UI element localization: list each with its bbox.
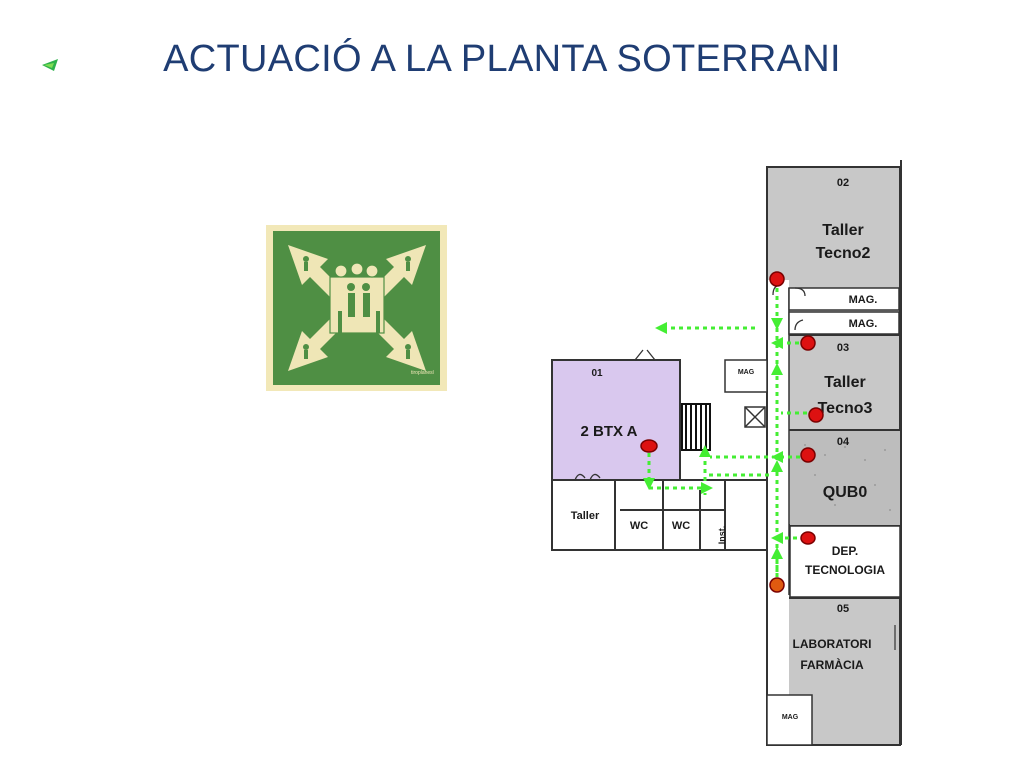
mag-bottom-label: MAG (782, 714, 799, 721)
start-point-1 (769, 271, 785, 287)
btx-label: 2 BTX A (581, 423, 638, 440)
start-point-3 (808, 407, 824, 423)
floor-plan: 02 Taller Tecno2 MAG. MAG. 03 Taller Tec… (551, 160, 902, 746)
start-point-5 (800, 531, 816, 545)
dep-label-1: DEP. (832, 544, 858, 558)
room-01-number: 01 (591, 368, 603, 379)
btx-room (551, 359, 681, 481)
start-points (640, 271, 824, 593)
room-03-label-2: Tecno3 (818, 400, 873, 417)
lab-label-2: FARMÀCIA (800, 657, 864, 672)
wc-2-label: WC (672, 520, 690, 532)
room-05-number: 05 (837, 603, 849, 615)
taller-small-label: Taller (571, 510, 600, 522)
start-point-2 (800, 335, 816, 351)
start-point-6 (640, 439, 658, 453)
room-04-number: 04 (837, 436, 850, 448)
assembly-point-icon: tiroplanesl (273, 231, 440, 385)
room-03-number: 03 (837, 342, 849, 354)
dep-label-2: TECNOLOGIA (805, 563, 885, 577)
assembly-point-sign: tiroplanesl (266, 225, 447, 391)
wc-1-label: WC (630, 520, 648, 532)
route-arrowheads (643, 318, 783, 559)
room-03-label-1: Taller (824, 374, 866, 391)
qub0-label: QUB0 (823, 484, 868, 501)
start-point-4 (800, 447, 816, 463)
inst-label: Inst. (717, 526, 727, 545)
mag-1-label: MAG. (849, 294, 878, 306)
mag-2-label: MAG. (849, 318, 878, 330)
lab-label-1: LABORATORI (793, 637, 872, 651)
mag-small-room (724, 359, 768, 393)
room-02-label-1: Taller (822, 222, 864, 239)
green-arrow-bullet-icon (42, 59, 58, 71)
start-point-7 (769, 577, 785, 593)
room-02-number: 02 (837, 177, 849, 189)
mag-room-2 (788, 311, 900, 335)
mag-room-1 (788, 287, 900, 311)
mag-bottom-room (766, 694, 813, 746)
slide-title: ACTUACIÓ A LA PLANTA SOTERRANI (163, 38, 841, 80)
sign-brand: tiroplanesl (411, 370, 434, 376)
mag-small-label: MAG (738, 369, 755, 376)
room-02-label-2: Tecno2 (816, 245, 871, 262)
